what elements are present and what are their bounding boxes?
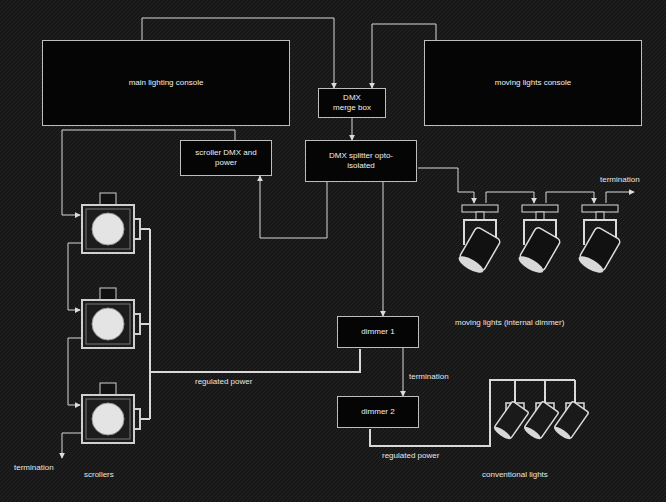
box-label: DMX merge box: [332, 93, 372, 113]
moving-lights-dmx-chain: [418, 168, 474, 203]
conventional-light-fixtures: [492, 395, 528, 441]
scroller-fixtures: [82, 193, 140, 253]
annotation-label: termination: [600, 175, 640, 185]
conventional-light-fixtures: [492, 395, 588, 441]
dimmer-box: dimmer 2: [337, 396, 419, 428]
dmx-connector: [260, 176, 327, 238]
regulated-power-wire: [140, 229, 360, 419]
console-box: main lighting console: [42, 40, 290, 126]
moving-lights-dmx-chain: [486, 192, 534, 203]
annotation-label: regulated power: [195, 377, 252, 387]
console-box: moving lights console: [424, 40, 642, 126]
dmx-connector: [383, 182, 384, 316]
scroller-fixtures: [82, 383, 140, 443]
box-label: scroller DMX and power: [191, 148, 261, 168]
annotation-label: termination: [14, 463, 54, 473]
moving-light-fixtures: [456, 205, 501, 276]
scroller-dmx-chain: [68, 243, 82, 310]
splitter-box: DMX splitter opto-isolated: [305, 140, 417, 182]
text-group: dimmer 1: [361, 327, 394, 337]
box-label: dimmer 1: [361, 327, 394, 337]
scroller-power-box: scroller DMX and power: [180, 140, 272, 176]
conventional-light-fixtures: [522, 395, 558, 441]
scroller-fixtures: [82, 288, 140, 348]
annotation-label: termination: [409, 372, 449, 382]
annotation-label: conventional lights: [482, 470, 548, 480]
box-label: moving lights console: [495, 78, 571, 88]
moving-lights-dmx-chain: [546, 192, 594, 203]
moving-lights-dmx-chain: [606, 192, 634, 203]
scroller-dmx-chain: [62, 130, 235, 458]
moving-light-fixtures: [576, 205, 621, 276]
dmx-connector: [352, 118, 353, 140]
text-group: scroller DMX and power: [191, 148, 261, 168]
scroller-dmx-chain: [68, 338, 82, 405]
box-label: DMX splitter opto-isolated: [326, 151, 396, 171]
box-label: dimmer 2: [361, 407, 394, 417]
moving-light-fixtures: [516, 205, 561, 276]
annotation-label: moving lights (internal dimmer): [455, 318, 564, 328]
text-group: DMX splitter opto-isolated: [326, 151, 396, 171]
regulated-power-wire: [140, 229, 150, 419]
conventional-light-fixtures: [552, 395, 588, 441]
moving-light-fixtures: [456, 205, 621, 276]
moving-lights-dmx-chain: [418, 168, 634, 203]
annotation-label: scrollers: [84, 470, 114, 480]
box-label: main lighting console: [129, 78, 204, 88]
scroller-fixtures: [82, 193, 140, 443]
annotation-label: regulated power: [382, 451, 439, 461]
scroller-dmx-chain: [62, 433, 82, 458]
text-group: dimmer 2: [361, 407, 394, 417]
dmx-connector: [403, 348, 404, 396]
text-group: main lighting console: [129, 78, 204, 88]
merge-box: DMX merge box: [318, 88, 386, 118]
text-group: moving lights console: [495, 78, 571, 88]
conventional-power-wire: [515, 380, 575, 395]
regulated-power-wire: [150, 349, 360, 372]
dimmer-box: dimmer 1: [337, 316, 419, 348]
text-group: DMX merge box: [332, 93, 372, 113]
